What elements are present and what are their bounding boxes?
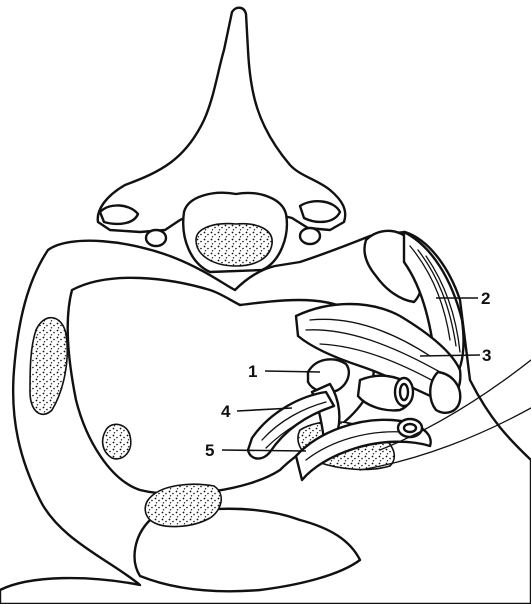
leader-1 <box>265 371 320 372</box>
callout-5: 5 <box>205 441 214 460</box>
leader-3 <box>420 355 480 356</box>
vertebra <box>98 8 345 272</box>
callout-4: 4 <box>221 402 231 421</box>
callout-2: 2 <box>481 289 490 308</box>
leader-5 <box>222 450 306 451</box>
callout-3: 3 <box>482 346 491 365</box>
callout-1: 1 <box>248 362 257 381</box>
